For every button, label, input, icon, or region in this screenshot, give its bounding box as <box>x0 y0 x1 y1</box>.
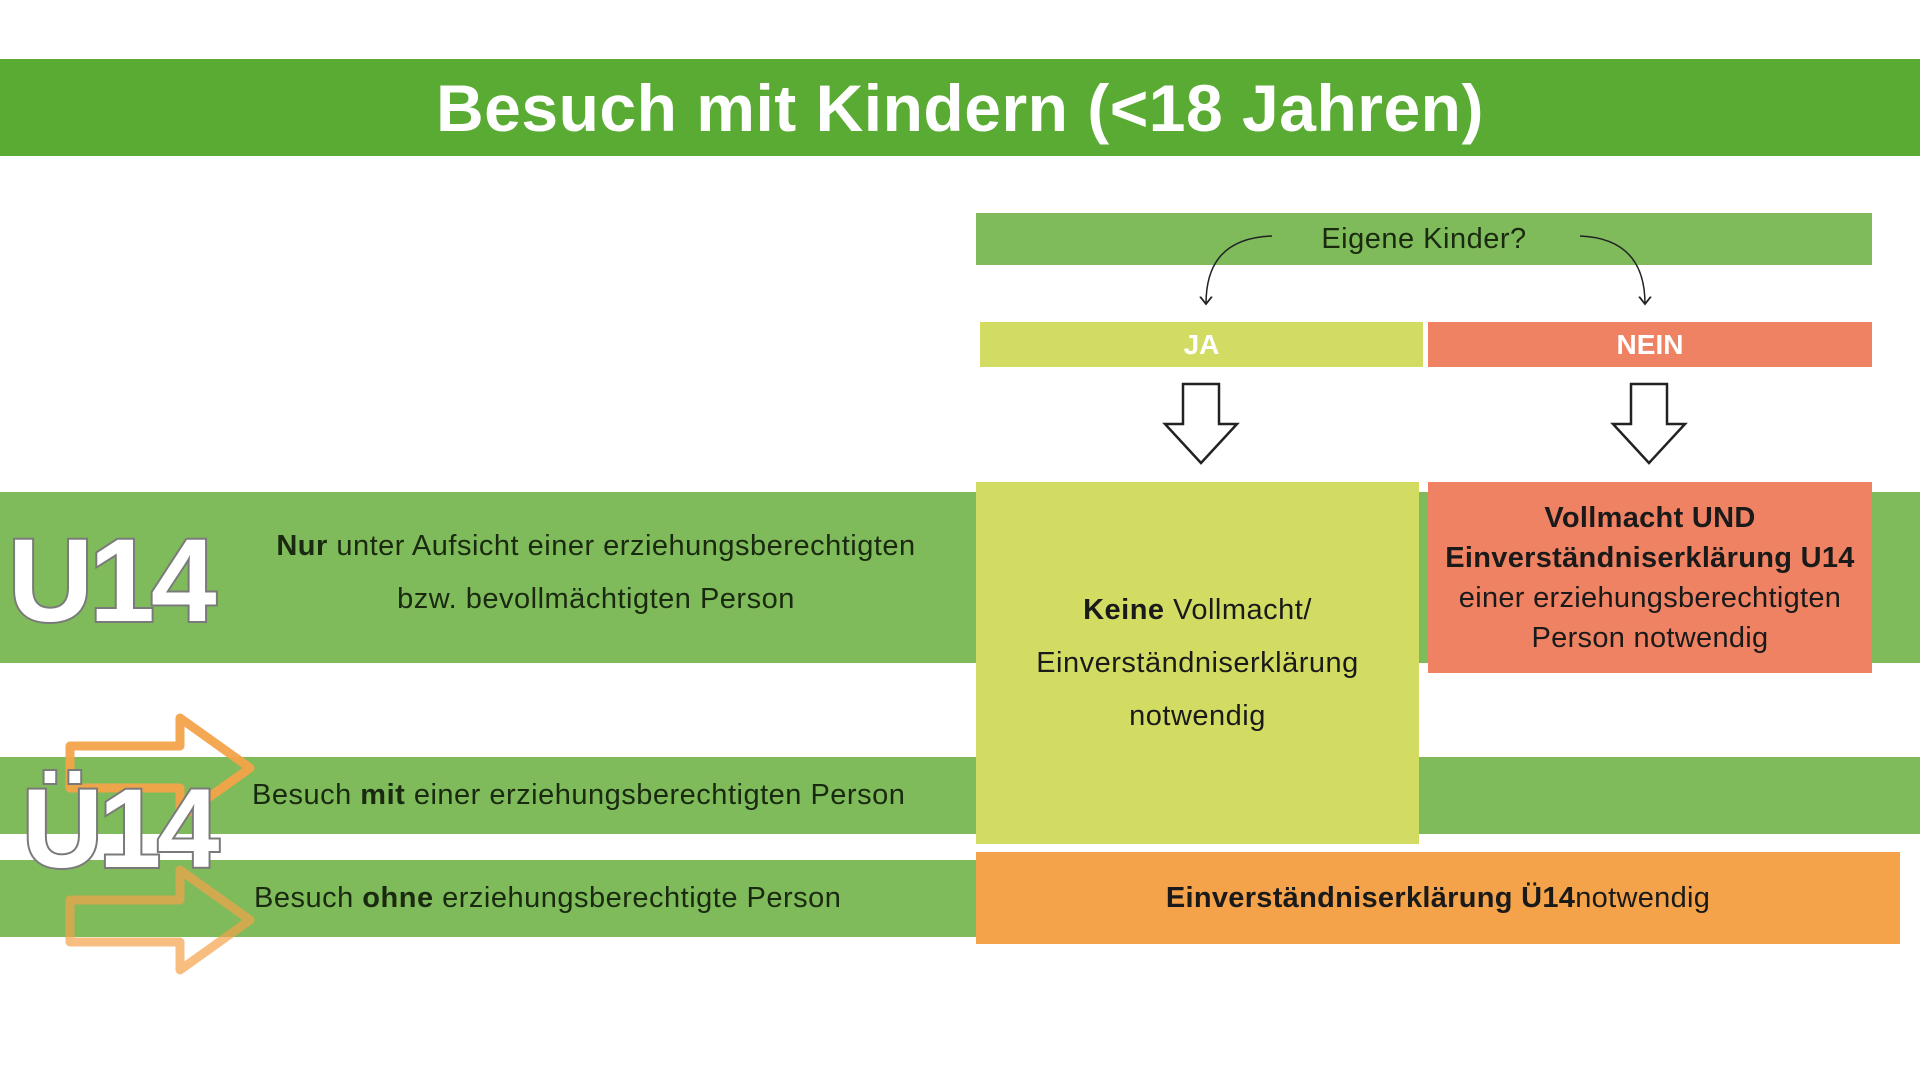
ue14-outcome-box: Einverständniserklärung Ü14 notwendig <box>976 852 1900 944</box>
down-arrow-icon <box>1162 382 1240 465</box>
page-title: Besuch mit Kindern (<18 Jahren) <box>436 70 1484 145</box>
ue14-with-band-right <box>1419 757 1920 834</box>
arrow-to-no <box>1579 235 1645 304</box>
u14-band <box>0 492 976 663</box>
no-outcome-line3: einer erziehungsberechtigten <box>1458 581 1842 614</box>
ue14-with-post: einer erziehungsberechtigten Person <box>405 779 906 811</box>
u14-text-line2: bzw. bevollmächtigten Person <box>397 583 795 615</box>
no-answer: NEIN <box>1428 322 1872 367</box>
no-outcome-box: Vollmacht UND Einverständniserklärung U1… <box>1428 482 1872 673</box>
no-outcome-line1: Vollmacht UND <box>1544 501 1756 534</box>
yes-answer: JA <box>980 322 1423 367</box>
ue14-without-text: Besuch ohne erziehungsberechtigte Person <box>254 860 974 937</box>
ue14-with-text: Besuch mit einer erziehungsberechtigten … <box>252 757 972 834</box>
ue14-without-pre: Besuch <box>254 882 363 914</box>
ue14-without-bold: ohne <box>362 882 434 914</box>
arrow-to-yes <box>1206 235 1273 304</box>
u14-description: Nur unter Aufsicht einer erziehungsberec… <box>238 520 954 626</box>
ue14-with-bold: mit <box>360 779 406 811</box>
no-outcome-line2: Einverständniserklärung U14 <box>1445 541 1855 574</box>
yes-outcome-bold: Keine <box>1083 593 1165 626</box>
yes-outcome-line3: notwendig <box>1129 699 1266 732</box>
ue14-with-pre: Besuch <box>252 779 361 811</box>
branch-arrows <box>1180 235 1660 318</box>
ue14-without-post: erziehungsberechtigte Person <box>433 882 842 914</box>
u14-text-rest: unter Aufsicht einer erziehungsberechtig… <box>327 530 916 562</box>
no-answer-label: NEIN <box>1616 328 1684 360</box>
yes-outcome-line1: Vollmacht/ <box>1164 593 1312 626</box>
ue14-label: Ü14 <box>20 766 221 891</box>
yes-outcome-line2: Einverständniserklärung <box>1036 646 1359 679</box>
question-bar: Eigene Kinder? <box>976 213 1872 265</box>
u14-label: U14 <box>6 515 218 647</box>
yes-outcome-box: Keine Vollmacht/ Einverständniserklärung… <box>976 482 1419 844</box>
u14-text-bold: Nur <box>276 530 328 562</box>
title-bar <box>0 59 1920 156</box>
down-arrow-icon <box>1610 382 1688 465</box>
ue14-outcome-bold: Einverständniserklärung Ü14 <box>1165 881 1576 914</box>
question-label: Eigene Kinder? <box>1321 222 1527 255</box>
split-arrows-icon <box>65 713 255 975</box>
no-outcome-line4: Person notwendig <box>1531 621 1769 654</box>
yes-answer-label: JA <box>1183 328 1220 360</box>
ue14-with-band <box>0 757 976 834</box>
ue14-outcome-rest: notwendig <box>1575 881 1711 914</box>
